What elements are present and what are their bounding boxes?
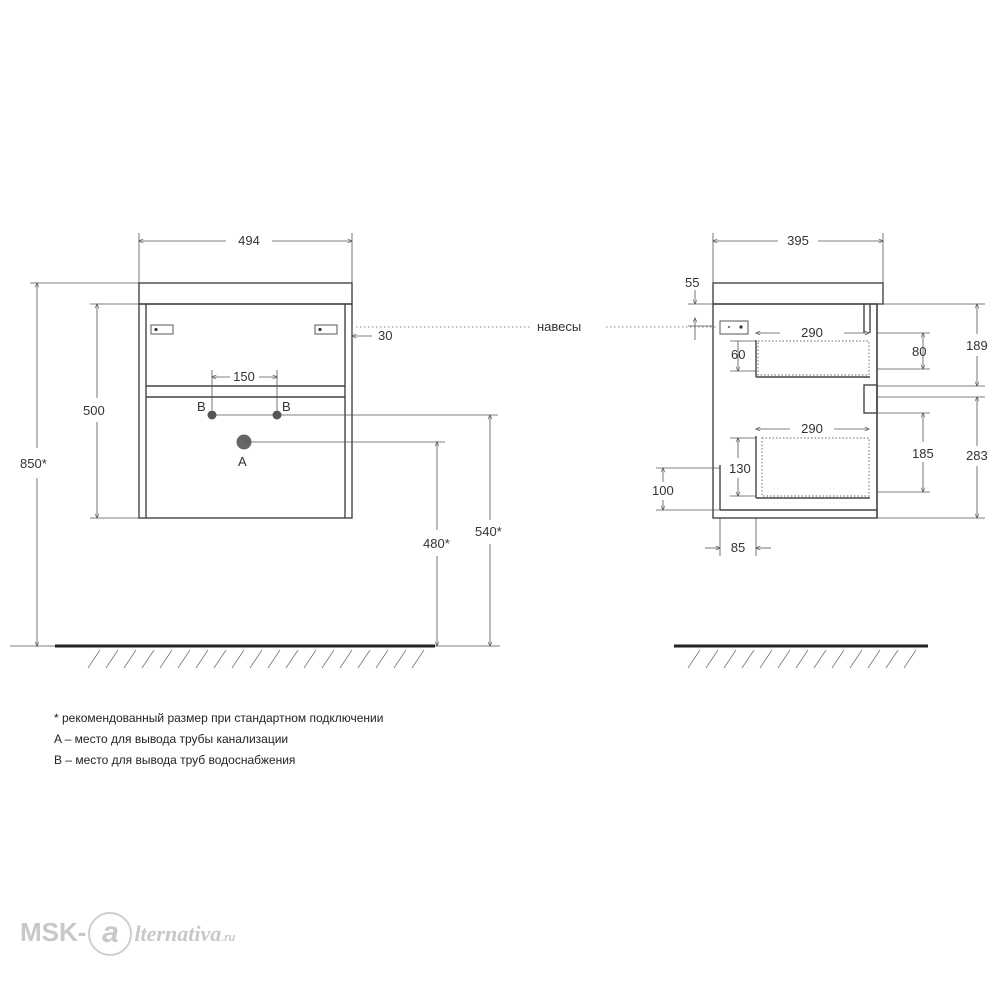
watermark-rest: lternativa [134, 920, 222, 946]
note-recommended: * рекомендованный размер при стандартном… [54, 711, 384, 725]
dim-hinge-offset: 30 [378, 328, 392, 343]
dim-body-height: 500 [83, 403, 105, 418]
dim-supply-height: 540* [475, 524, 502, 539]
front-hinge-left [150, 324, 174, 335]
note-supply: B – место для вывода труб водоснабжения [54, 753, 296, 767]
front-cabinet-body [138, 303, 353, 519]
dim-upper-inner: 80 [912, 344, 926, 359]
drain-label: A [238, 454, 247, 469]
notes: * рекомендованный размер при стандартном… [54, 708, 383, 771]
dim-notch-depth: 85 [731, 540, 745, 555]
side-countertop [712, 282, 884, 305]
dim-lower-offset: 130 [729, 461, 751, 476]
watermark-tld: .ru [221, 931, 236, 944]
dim-width-494: 494 [238, 233, 260, 248]
side-back-rail [863, 384, 878, 414]
dim-lower-drawer-depth: 290 [801, 421, 823, 436]
dim-upper-height: 189 [966, 338, 988, 353]
side-floor-hatch [687, 649, 917, 669]
front-countertop [138, 282, 353, 305]
lower-drawer [761, 437, 870, 497]
front-view: B B A 494 850* 500 30 150 [10, 233, 502, 669]
dim-depth-395: 395 [787, 233, 809, 248]
dim-drain-height: 480* [423, 536, 450, 551]
watermark-at-icon: a [88, 912, 133, 956]
dim-lower-drawer-height: 185 [912, 446, 934, 461]
note-drain: A – место для вывода трубы канализации [54, 732, 289, 746]
side-view: 395 55 290 60 80 189 283 290 [652, 233, 988, 669]
upper-drawer [757, 340, 870, 376]
dim-total-height: 850* [20, 456, 47, 471]
side-hinge [719, 320, 749, 335]
supply-label-left: B [197, 399, 206, 414]
dim-upper-offset: 60 [731, 347, 745, 362]
dim-upper-drawer-depth: 290 [801, 325, 823, 340]
dim-top-thickness: 55 [685, 275, 699, 290]
supply-label-right: B [282, 399, 291, 414]
front-floor-hatch [87, 649, 425, 669]
dim-bottom-clearance: 100 [652, 483, 674, 498]
hinges-label: навесы [537, 319, 581, 334]
dim-lower-height: 283 [966, 448, 988, 463]
watermark-prefix: MSK- [20, 916, 87, 947]
dim-supply-spacing: 150 [233, 369, 255, 384]
front-hinge-right [314, 324, 338, 335]
